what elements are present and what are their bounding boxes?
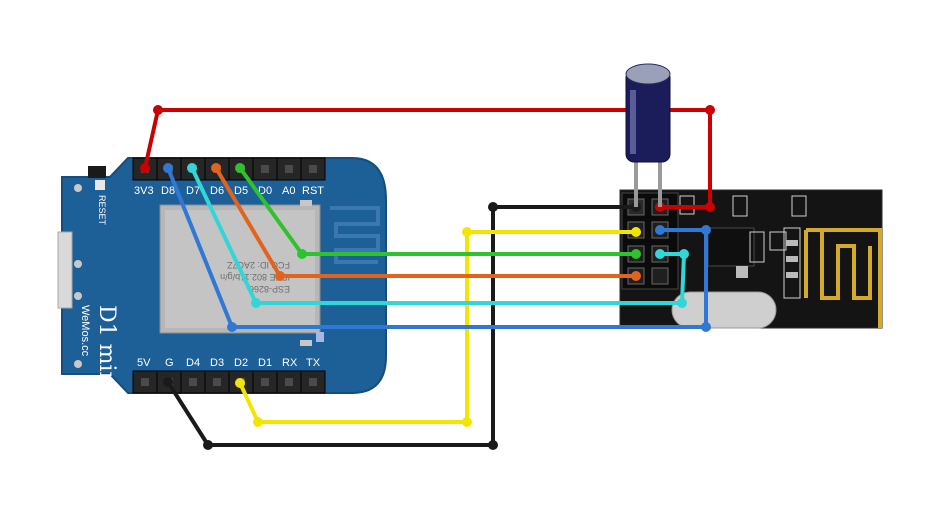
smd-outline: [749, 231, 765, 263]
wire-end-dot: [631, 227, 641, 237]
reset-button: [88, 166, 106, 178]
reset-label: RESET: [97, 195, 107, 226]
wire-end-dot: [187, 163, 197, 173]
header-pin-hole: [261, 165, 269, 173]
pin-label-d1: D1: [258, 357, 272, 369]
smd-part: [300, 200, 312, 206]
smd-outline: [783, 227, 801, 299]
pin-label-tx: TX: [306, 357, 321, 369]
pin-label-d6: D6: [210, 185, 224, 197]
radio-pin: [651, 267, 669, 285]
pin-label-rx: RX: [282, 357, 298, 369]
wire-end-dot: [462, 417, 472, 427]
header-pin-hole: [189, 378, 197, 386]
wire-end-dot: [701, 225, 711, 235]
wire-end-dot: [153, 105, 163, 115]
d1-mini-board: RESET ESP-8266 IEEE 802.11b/g/n FCC ID: …: [57, 157, 387, 394]
smd-part: [300, 340, 312, 346]
wire-end-dot: [705, 105, 715, 115]
chip-line-3: FCC ID: 2AC7Z: [226, 260, 290, 270]
wire-end-dot: [203, 440, 213, 450]
wire-end-dot: [679, 249, 689, 259]
header-pin-hole: [213, 378, 221, 386]
smd-led: [316, 332, 324, 342]
pin-label-d8: D8: [161, 185, 175, 197]
capacitor-top: [625, 63, 671, 85]
wire-end-dot: [297, 249, 307, 259]
wire-end-dot: [235, 378, 245, 388]
radio-chip: [707, 227, 755, 267]
wire-end-dot: [227, 322, 237, 332]
mount-dot: [74, 184, 82, 192]
pin-label-d5: D5: [234, 185, 248, 197]
chip-line-2: IEEE 802.11b/g/n: [220, 272, 290, 282]
capacitor-stripe: [630, 90, 636, 154]
mount-dot: [74, 360, 82, 368]
wire-end-dot: [701, 322, 711, 332]
wire-end-dot: [251, 298, 261, 308]
wire-end-dot: [140, 163, 150, 173]
mount-dot: [74, 260, 82, 268]
wire-end-dot: [631, 271, 641, 281]
pin-label-5v: 5V: [137, 357, 151, 369]
pin-label-3v3: 3V3: [134, 185, 154, 197]
header-pin-hole: [261, 378, 269, 386]
board-brand: WeMos.cc: [79, 305, 91, 357]
wire-end-dot: [705, 202, 715, 212]
wire-end-dot: [488, 440, 498, 450]
wires: [140, 105, 715, 450]
smd-part: [786, 240, 798, 246]
smd-part: [736, 266, 748, 278]
wire-end-dot: [163, 163, 173, 173]
pin-label-d0: D0: [258, 185, 272, 197]
wire-end-dot: [163, 377, 173, 387]
wire-end-dot: [462, 227, 472, 237]
radio-crystal: [671, 291, 777, 329]
smd-part: [786, 272, 798, 278]
pin-label-g: G: [165, 357, 174, 369]
esp-chip-marking: ESP-8266 IEEE 802.11b/g/n FCC ID: 2AC7Z: [220, 260, 290, 294]
wire-end-dot: [253, 417, 263, 427]
wire-end-dot: [677, 298, 687, 308]
wire-end-dot: [488, 202, 498, 212]
mount-dot: [74, 292, 82, 300]
header-pin-hole: [309, 378, 317, 386]
board-name: D1 mini: [94, 305, 119, 393]
wire-end-dot: [631, 249, 641, 259]
smd-outline: [732, 195, 748, 217]
pin-label-d4: D4: [186, 357, 200, 369]
reset-button-cap: [95, 180, 105, 190]
smd-outline: [791, 195, 807, 217]
header-pin-hole: [285, 378, 293, 386]
header-pin-hole: [141, 378, 149, 386]
wire-end-dot: [211, 163, 221, 173]
radio-antenna-trace: [804, 228, 882, 328]
usb-connector: [57, 231, 73, 309]
chip-line-1: ESP-8266: [249, 284, 290, 294]
wire-end-dot: [655, 225, 665, 235]
header-pin-hole: [285, 165, 293, 173]
electrolytic-capacitor: [625, 63, 671, 207]
header-pin-hole: [309, 165, 317, 173]
bottom-pin-header: [132, 370, 326, 394]
pin-label-d3: D3: [210, 357, 224, 369]
wire-end-dot: [275, 271, 285, 281]
wire-end-dots: [140, 105, 715, 450]
pin-label-rst: RST: [302, 185, 324, 197]
top-pin-header: [132, 157, 326, 181]
pin-label-d7: D7: [186, 185, 200, 197]
smd-part: [786, 256, 798, 262]
wire-end-dot: [235, 163, 245, 173]
pin-label-a0: A0: [282, 185, 295, 197]
wire-end-dot: [655, 249, 665, 259]
pin-label-d2: D2: [234, 357, 248, 369]
